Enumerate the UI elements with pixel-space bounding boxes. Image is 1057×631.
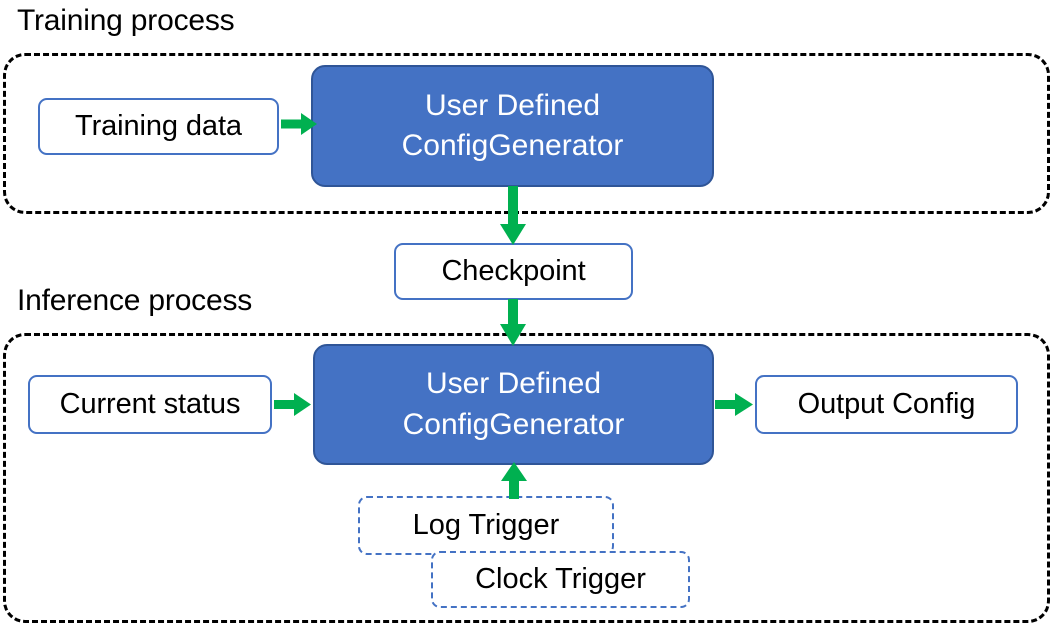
- node-log-trigger[interactable]: Log Trigger: [358, 496, 614, 555]
- node-user-defined-configgenerator-training[interactable]: User Defined ConfigGenerator: [311, 65, 714, 187]
- node-checkpoint[interactable]: Checkpoint: [394, 243, 633, 300]
- generator-label-line1: User Defined: [424, 88, 601, 122]
- node-user-defined-configgenerator-inference[interactable]: User Defined ConfigGenerator: [313, 344, 714, 465]
- node-training-data[interactable]: Training data: [38, 98, 279, 155]
- generator-label-line2: ConfigGenerator: [402, 407, 625, 441]
- generator-label-line1: User Defined: [425, 367, 602, 400]
- generator-label-line2: ConfigGenerator: [401, 129, 624, 162]
- node-clock-trigger[interactable]: Clock Trigger: [431, 551, 690, 608]
- node-current-status[interactable]: Current status: [28, 375, 272, 434]
- training-process-title: Training process: [17, 4, 235, 37]
- training-process-container: [3, 53, 1050, 214]
- node-output-config[interactable]: Output Config: [755, 375, 1018, 434]
- inference-process-title: Inference process: [17, 284, 253, 317]
- inference-process-container: [3, 333, 1050, 623]
